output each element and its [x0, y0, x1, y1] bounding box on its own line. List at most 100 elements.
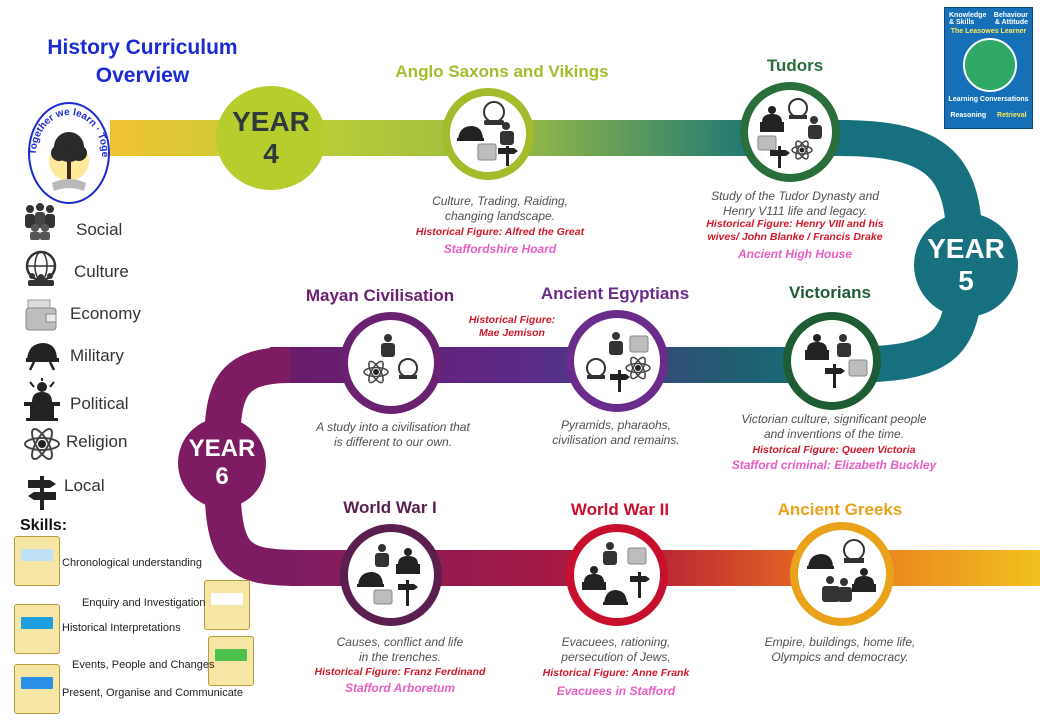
topic-node-ancient-greeks [790, 522, 894, 626]
mayan-description: A study into a civilisation that is diff… [288, 420, 498, 450]
topic-node-anglo-saxons [442, 88, 534, 180]
leasowes-learner-badge: Knowledge & Skills Behaviour & Attitude … [944, 7, 1033, 129]
egypt-historical-figure: Historical Figure: Mae Jemison [450, 314, 574, 340]
anglo-desc-line-2: changing landscape. [444, 209, 556, 223]
year-6-word: YEAR [188, 435, 256, 462]
tudors-desc-line-2: Henry V111 life and legacy. [722, 204, 868, 218]
skill-scroll-events [208, 636, 254, 686]
egypt-description: Pyramids, pharaohs, civilisation and rem… [506, 418, 726, 448]
greeks-desc-line-1: Empire, buildings, home life, [764, 635, 916, 649]
topic-title-world-war-2: World War II [570, 500, 670, 519]
atom-icon [625, 356, 651, 380]
people-icon [822, 576, 852, 602]
ww1-historical-figure: Historical Figure: Franz Ferdinand [314, 666, 486, 678]
globe-people-icon [843, 539, 865, 563]
people-icon [603, 542, 617, 565]
signpost-icon [28, 476, 56, 510]
legend-label-religion: Religion [66, 432, 128, 451]
anglo-local-study: Staffordshire Hoard [443, 242, 557, 256]
year-5-word: YEAR [927, 233, 1005, 264]
topic-node-ancient-egyptians [566, 310, 668, 412]
skill-scroll-present [14, 664, 60, 714]
skill-enquiry: Enquiry and Investigation [82, 597, 206, 609]
signpost-icon [825, 364, 845, 388]
tudors-desc-line-1: Study of the Tudor Dynasty and [711, 189, 879, 203]
people-icon [381, 334, 395, 357]
victorians-desc-line-2: and inventions of the time. [763, 427, 905, 441]
tudors-local-study: Ancient High House [737, 247, 852, 261]
greeks-desc-line-2: Olympics and democracy. [771, 650, 909, 664]
wallet-icon [757, 135, 777, 151]
greeks-description: Empire, buildings, home life, Olympics a… [730, 635, 950, 665]
legend-label-social: Social [76, 220, 123, 239]
helmet-icon [603, 590, 628, 605]
signpost-icon [398, 580, 418, 606]
globe-people-icon [586, 358, 606, 379]
legend-item-culture: Culture [22, 250, 129, 293]
signpost-icon [498, 146, 518, 166]
people-icon [808, 116, 822, 139]
egypt-desc-line-1: Pyramids, pharaohs, [560, 418, 672, 432]
victorians-local-study: Stafford criminal: Elizabeth Buckley [731, 458, 937, 472]
mayan-desc-line-2: is different to our own. [333, 435, 453, 449]
topic-title-world-war-1: World War I [343, 498, 437, 517]
helmet-icon [807, 554, 834, 569]
people-icon [375, 544, 389, 567]
globe-people-icon [483, 101, 505, 125]
wallet-icon [25, 299, 57, 331]
tudors-historical-figure: Historical Figure: Henry VIII and his wi… [670, 218, 920, 244]
topic-title-tudors: Tudors [766, 56, 824, 75]
wallet-icon [627, 547, 647, 565]
skill-scroll-enquiry [204, 580, 250, 630]
anglo-historical-figure: Historical Figure: Alfred the Great [415, 226, 585, 238]
ww2-description: Evacuees, rationing, persecution of Jews… [506, 635, 726, 665]
wallet-icon [848, 359, 868, 377]
badge-behaviour: Behaviour & Attitude [993, 12, 1028, 26]
legend-item-religion: Religion [22, 424, 127, 469]
ww1-description: Causes, conflict and life in the trenche… [290, 635, 510, 665]
tudors-figure-line-2: wives/ John Blanke / Francis Drake [707, 231, 883, 243]
badge-retrieval: Retrieval [997, 112, 1027, 119]
year-5-number: 5 [958, 265, 974, 296]
topic-node-tudors [740, 82, 840, 182]
year-4-badge: YEAR 4 [216, 86, 326, 190]
skill-scroll-chronological [14, 536, 60, 586]
tudors-description: Study of the Tudor Dynasty and Henry V11… [680, 189, 910, 219]
ww1-desc-line-1: Causes, conflict and life [336, 635, 464, 649]
people-icon [25, 203, 55, 240]
topic-title-victorians: Victorians [789, 283, 871, 302]
helmet-icon [357, 572, 384, 587]
atom-icon [363, 360, 389, 384]
ww1-local-study: Stafford Arboretum [344, 681, 455, 695]
wallet-icon [629, 335, 649, 353]
skill-present: Present, Organise and Communicate [62, 687, 243, 699]
skill-events: Events, People and Changes [72, 659, 215, 671]
signpost-icon [610, 370, 630, 392]
people-icon [500, 122, 514, 145]
topic-node-victorians [783, 312, 881, 410]
wallet-icon [373, 589, 393, 605]
podium-icon [396, 548, 420, 574]
atom-icon [791, 140, 813, 160]
legend-label-political: Political [70, 394, 129, 413]
globe-people-icon [788, 98, 808, 119]
skills-heading: Skills: [20, 517, 68, 534]
legend-label-culture: Culture [74, 262, 129, 281]
legend-item-social: Social [20, 200, 122, 245]
ww2-desc-line-1: Evacuees, rationing, [561, 635, 671, 649]
legend-item-military: Military [24, 340, 124, 377]
globe-people-icon [25, 250, 57, 286]
anglo-description: Culture, Trading, Raiding, changing land… [390, 194, 610, 224]
podium-icon [852, 568, 876, 592]
year-6-number: 6 [215, 463, 229, 490]
egypt-figure-line-1: Historical Figure: [468, 314, 556, 326]
topic-title-anglo-saxons: Anglo Saxons and Vikings [395, 62, 609, 81]
topic-node-mayan [340, 312, 442, 414]
victorians-description: Victorian culture, significant people an… [718, 412, 950, 442]
wallet-icon [477, 143, 497, 161]
legend-label-military: Military [70, 346, 124, 365]
year-4-word: YEAR [232, 106, 310, 137]
legend-label-economy: Economy [70, 304, 141, 323]
ww2-local-study: Evacuees in Stafford [556, 684, 676, 698]
topic-title-ancient-egyptians: Ancient Egyptians [540, 284, 690, 303]
